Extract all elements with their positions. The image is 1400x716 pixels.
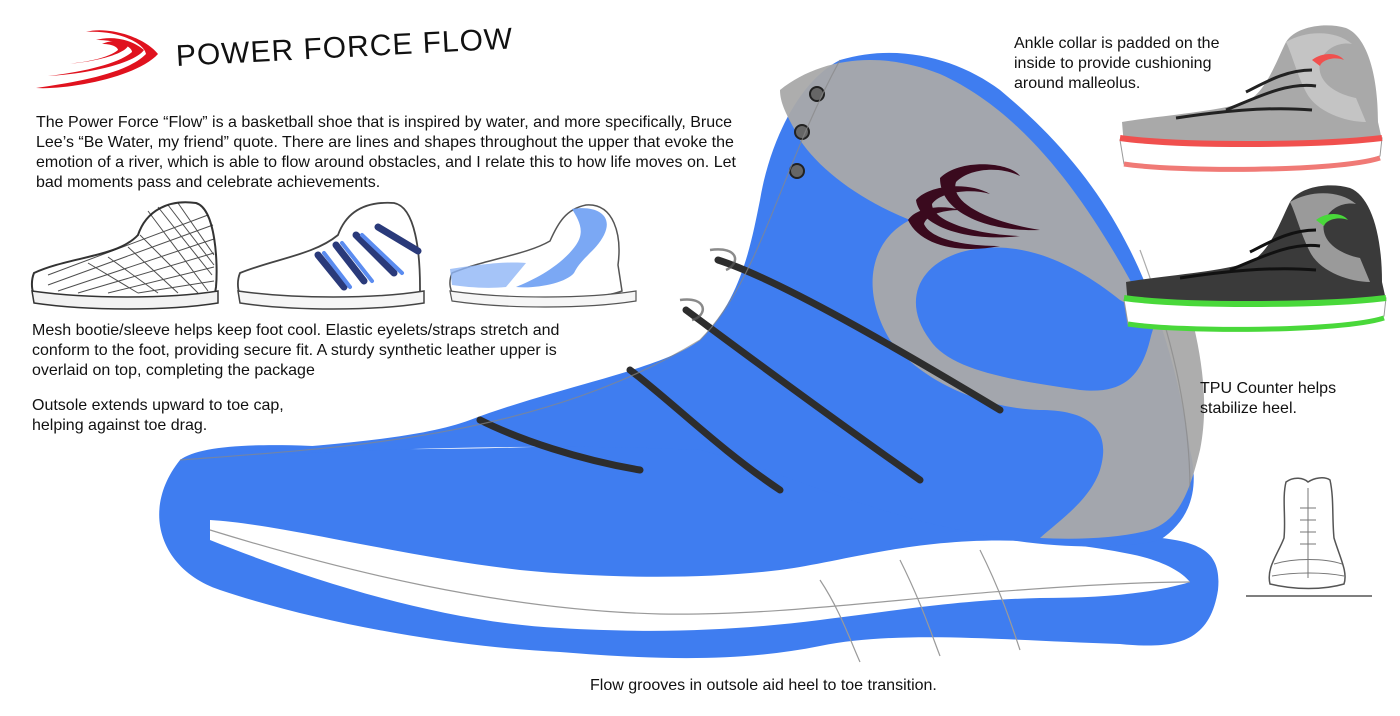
- gray-red-colorway: [1119, 25, 1383, 172]
- outsole-annotation: Outsole extends upward to toe cap, helpi…: [32, 397, 284, 434]
- black-green-colorway: [1123, 185, 1387, 332]
- rear-heel-sketch: [1246, 477, 1372, 597]
- upper-overlay-sketch: [449, 204, 637, 308]
- tpu-annotation: TPU Counter helps stabilize heel.: [1200, 380, 1337, 417]
- elastic-straps-sketch: [237, 201, 425, 310]
- intro-description: The Power Force “Flow” is a basketball s…: [36, 114, 736, 191]
- grooves-annotation: Flow grooves in outsole aid heel to toe …: [590, 677, 937, 694]
- mesh-annotation: Mesh bootie/sleeve helps keep foot cool.…: [32, 322, 560, 379]
- brand-logo-icon: [36, 30, 158, 89]
- collar-annotation: Ankle collar is padded on the inside to …: [1014, 35, 1220, 92]
- mesh-bootie-sketch: [30, 201, 219, 310]
- main-shoe-render: [159, 52, 1219, 663]
